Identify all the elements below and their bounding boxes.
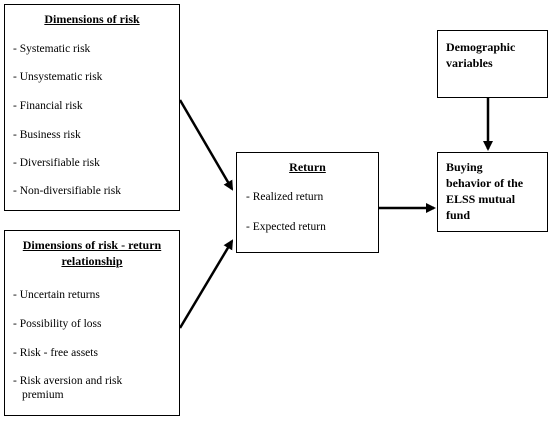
- relationship-item: - Risk aversion and risk: [13, 375, 123, 387]
- risk-return-title-line2: relationship: [61, 254, 123, 268]
- return-title: Return: [289, 160, 326, 174]
- buying-behavior-title: Buying behavior of the ELSS mutual fund: [446, 159, 543, 223]
- relationship-item: - Possibility of loss: [13, 318, 102, 330]
- relationship-item: - Uncertain returns: [13, 289, 100, 301]
- arrow-risk-to-return: [178, 99, 234, 191]
- risk-item: - Diversifiable risk: [13, 157, 100, 169]
- buying-behavior-box: Buying behavior of the ELSS mutual fund: [437, 152, 548, 232]
- risk-item: - Business risk: [13, 129, 81, 141]
- return-box: Return - Realized return - Expected retu…: [236, 152, 379, 253]
- demographic-variables-box: Demographic variables: [437, 30, 548, 98]
- risk-return-title-line1: Dimensions of risk - return: [22, 238, 162, 252]
- risk-item: - Non-diversifiable risk: [13, 185, 121, 197]
- risk-item: - Systematic risk: [13, 43, 91, 55]
- demographic-title-line2: variables: [446, 56, 493, 70]
- risk-return-title: Dimensions of risk - return relationship: [5, 237, 179, 269]
- buying-behavior-line1: Buying: [446, 160, 483, 174]
- buying-behavior-line4: fund: [446, 208, 471, 222]
- risk-item: - Unsystematic risk: [13, 71, 103, 83]
- risk-return-relationship-box: Dimensions of risk - return relationship…: [4, 230, 180, 416]
- risk-dimensions-title: Dimensions of risk: [44, 12, 140, 26]
- relationship-item-continuation: premium: [22, 389, 64, 401]
- return-item: - Realized return: [246, 191, 324, 203]
- demographic-title: Demographic variables: [446, 39, 543, 71]
- arrow-relationship-to-return: [178, 239, 234, 329]
- buying-behavior-line2: behavior of the: [446, 176, 524, 190]
- risk-dimensions-box: Dimensions of risk - Systematic risk - U…: [4, 4, 180, 211]
- return-item: - Expected return: [246, 221, 326, 233]
- relationship-item: - Risk - free assets: [13, 347, 98, 359]
- buying-behavior-line3: ELSS mutual: [446, 192, 516, 206]
- risk-item: - Financial risk: [13, 100, 83, 112]
- demographic-title-line1: Demographic: [446, 40, 516, 54]
